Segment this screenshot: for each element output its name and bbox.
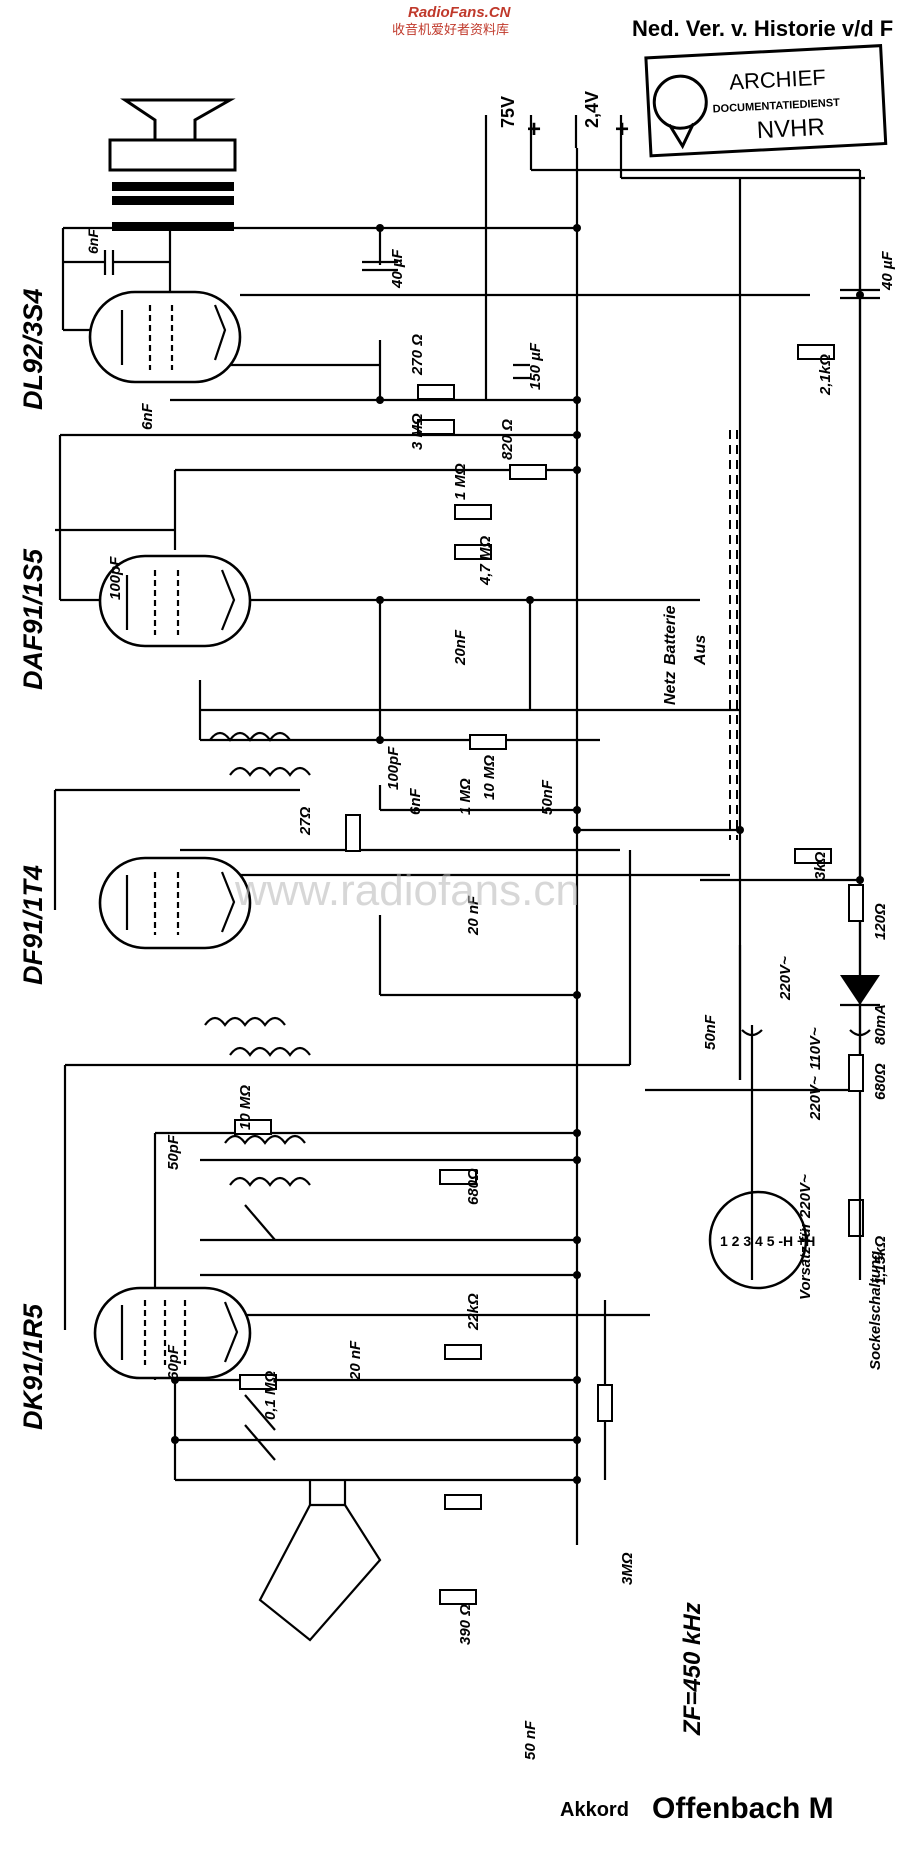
socket-title: Sockelschaltung <box>867 1251 884 1370</box>
label-c-6nf-b: 6nF <box>139 402 156 430</box>
junction-dots <box>171 224 864 1484</box>
archive-stamp: ARCHIEF DOCUMENTATIEDIENST NVHR <box>644 44 888 158</box>
if-frequency-label: ZF=450 kHz <box>679 1602 706 1736</box>
label-r-3m-b: 3MΩ <box>619 1552 636 1585</box>
site-watermark: RadioFans.CN <box>408 4 512 21</box>
capacitor-40uf-b <box>840 288 880 300</box>
switch-label-netz: Netz <box>662 671 679 705</box>
label-r-21k: 2,1kΩ <box>817 354 834 396</box>
label-r-10m-b: 10 MΩ <box>237 1085 254 1130</box>
label-r-10m: 10 MΩ <box>481 755 498 800</box>
tube-daf91 <box>98 554 252 648</box>
supply-75v-label: 75V <box>498 96 518 128</box>
label-c-100pf-a: 100pF <box>107 556 124 600</box>
label-c-50nf-b: 50nF <box>702 1014 719 1050</box>
label-r-390: 390 Ω <box>457 1604 474 1645</box>
tube-label-dk91: DK91/1R5 <box>18 1303 48 1430</box>
label-c-40uf-a: 40 µF <box>389 249 406 289</box>
mains-label-110v: 110V~ <box>807 1027 824 1070</box>
label-r-27: 27Ω <box>297 806 314 836</box>
capacitor-6nf-output <box>63 250 170 275</box>
label-r-270: 270 Ω <box>409 334 426 376</box>
label-c-20nf-c: 20 nF <box>347 1340 364 1381</box>
tube-dk91 <box>93 1286 252 1380</box>
label-r-1m: 1 MΩ <box>452 463 469 500</box>
label-r-120: 120Ω <box>872 903 889 940</box>
label-c-20nf-b: 20 nF <box>465 895 482 936</box>
antenna-loop <box>258 1503 382 1642</box>
label-c-20nf: 20nF <box>452 629 469 666</box>
label-r-1m-pot: 1 MΩ <box>457 778 474 815</box>
socket-pin-labels: 1 2 3 4 5 -H +H <box>720 1233 815 1249</box>
label-c-60pf: 60pF <box>165 1344 182 1380</box>
label-r-47m: 4,7 MΩ <box>477 535 494 586</box>
component-labels: 6nF 40 µF 40 µF 150 µF 270 Ω 3 MΩ 820 Ω … <box>85 229 896 1760</box>
society-name: Ned. Ver. v. Historie v/d F <box>632 16 893 41</box>
label-r-3k: 3kΩ <box>812 851 829 880</box>
resistors <box>234 344 864 1605</box>
capacitor-40uf-a <box>362 260 398 272</box>
tube-df91 <box>98 856 252 950</box>
stamp-line-1: ARCHIEF <box>729 65 827 95</box>
footer-model: Offenbach M <box>652 1792 834 1825</box>
label-r-01m: 0,1 MΩ <box>262 1370 279 1420</box>
bus-wires <box>53 148 865 1545</box>
tube-socket-diagram <box>708 1190 808 1290</box>
tube-dl92 <box>88 290 242 384</box>
mains-label-vorsatz: Vorsatz für 220V~ <box>797 1174 814 1300</box>
tube-label-df91: DF91/1T4 <box>18 865 48 985</box>
stamp-line-3: NVHR <box>756 114 825 145</box>
label-c-100pf-b: 100pF <box>385 746 402 790</box>
footer-brand: Akkord <box>560 1799 629 1821</box>
radiofans-watermark: www.radiofans.cn <box>234 866 580 915</box>
site-subtitle: 收音机爱好者资料库 <box>392 22 509 37</box>
label-r-3m: 3 MΩ <box>409 413 426 450</box>
rectifier-diode-icon <box>840 975 880 1007</box>
label-c-50nf: 50nF <box>539 779 556 815</box>
switch-label-batterie: Batterie <box>662 605 679 665</box>
mains-label-220v: 220V~ <box>777 956 794 1001</box>
tuning-capacitors <box>244 1204 276 1461</box>
capacitor-150uf <box>513 363 530 380</box>
label-c-50nf-c: 50 nF <box>522 1720 539 1760</box>
mains-plugs <box>741 1025 871 1280</box>
label-i-80ma: 80mA <box>872 1004 889 1045</box>
output-transformer <box>112 182 234 295</box>
label-r-680-b: 680Ω <box>465 1168 482 1205</box>
label-c-6nf-output: 6nF <box>85 229 101 254</box>
label-c-6nf-c: 6nF <box>407 787 424 815</box>
mains-label-220v-b: 220V~ <box>807 1076 824 1121</box>
label-r-22k: 22kΩ <box>465 1293 482 1331</box>
tube-label-dl92: DL92/3S4 <box>18 288 48 410</box>
label-c-40uf-b: 40 µF <box>879 251 896 291</box>
label-r-680-a: 680Ω <box>872 1063 889 1100</box>
supply-24v-label: 2,4V <box>582 91 602 128</box>
coils <box>204 731 311 1187</box>
supply-75v-plus: + <box>527 116 541 143</box>
label-c-150uf: 150 µF <box>527 342 544 390</box>
tube-label-daf91: DAF91/1S5 <box>18 548 48 690</box>
switch-label-aus: Aus <box>692 635 709 666</box>
label-r-115k: 1,15kΩ <box>872 1235 889 1285</box>
label-c-50pf: 50pF <box>165 1134 182 1170</box>
loudspeaker-icon <box>108 98 237 172</box>
label-r-820: 820 Ω <box>499 419 516 460</box>
